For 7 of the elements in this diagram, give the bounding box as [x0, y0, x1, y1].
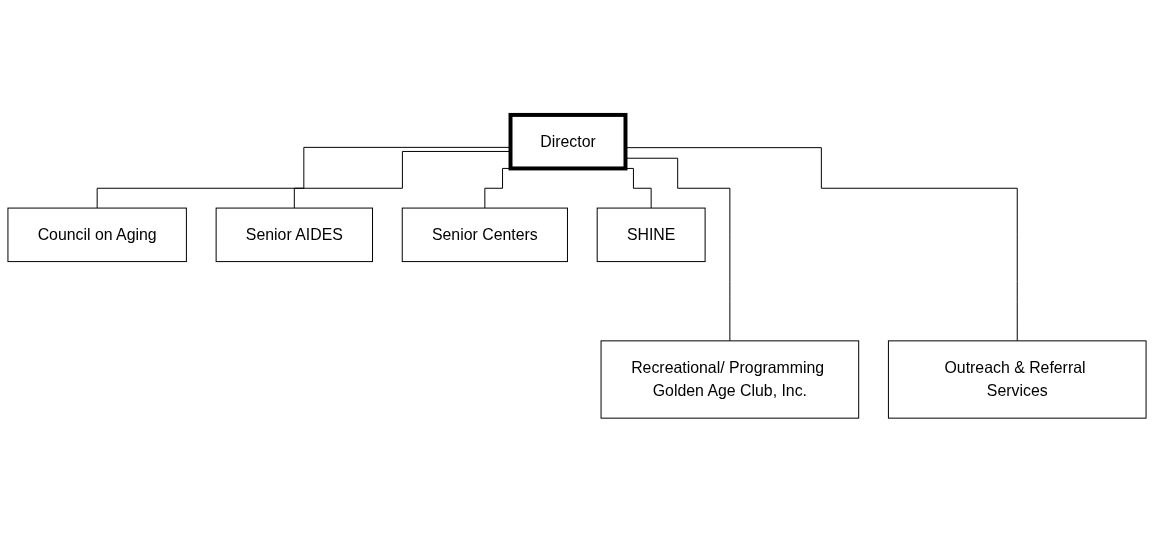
node-box: Outreach & Referral Services [887, 340, 1147, 419]
node-box: Council on Aging [7, 207, 187, 263]
node-box: SHINE [596, 207, 706, 263]
node-box: Director [508, 112, 628, 171]
node-box: Senior AIDES [215, 207, 373, 263]
node-box: Senior Centers [401, 207, 568, 263]
node-box: Recreational/ Programming Golden Age Club, Inc. [600, 340, 860, 419]
